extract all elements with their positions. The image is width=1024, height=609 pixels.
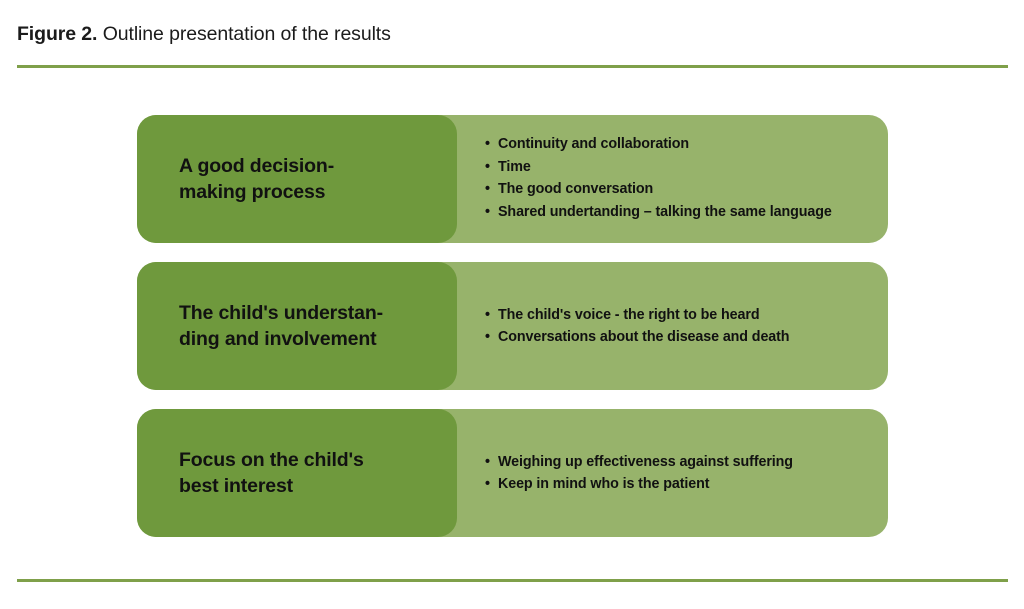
- bullet-item: Conversations about the disease and deat…: [485, 326, 888, 349]
- row-bullet-list: The child's voice - the right to be hear…: [477, 262, 888, 390]
- row-heading-line-1: Focus on the child's: [179, 449, 364, 471]
- row-heading-block: A good decision- making process: [137, 115, 457, 243]
- row-bullet-list: Weighing up effectiveness against suffer…: [477, 409, 888, 537]
- bullet-item: Continuity and collaboration: [485, 133, 888, 156]
- diagram-row: Focus on the child's best interest Weigh…: [137, 409, 888, 537]
- bullet-item: Weighing up effectiveness against suffer…: [485, 451, 888, 474]
- row-bullet-list: Continuity and collaboration Time The go…: [477, 115, 888, 243]
- diagram-row: The child's understan- ding and involvem…: [137, 262, 888, 390]
- diagram-row: A good decision- making process Continui…: [137, 115, 888, 243]
- row-heading-line-2: best interest: [179, 475, 294, 497]
- row-heading-line-1: The child's understan-: [179, 302, 383, 324]
- bullet-item: Time: [485, 156, 888, 179]
- row-heading-block: Focus on the child's best interest: [137, 409, 457, 537]
- row-heading-text: The child's understan- ding and involvem…: [179, 300, 383, 352]
- bullet-item: The child's voice - the right to be hear…: [485, 304, 888, 327]
- figure-divider-bottom: [17, 579, 1008, 582]
- outline-diagram: A good decision- making process Continui…: [137, 115, 888, 537]
- row-heading-line-2: making process: [179, 181, 326, 203]
- row-heading-text: A good decision- making process: [179, 153, 334, 205]
- bullet-item: Keep in mind who is the patient: [485, 473, 888, 496]
- row-heading-line-2: ding and involvement: [179, 328, 377, 350]
- row-heading-text: Focus on the child's best interest: [179, 447, 364, 499]
- bullet-item: The good conversation: [485, 178, 888, 201]
- row-heading-line-1: A good decision-: [179, 155, 335, 177]
- caption-divider-top: [17, 65, 1008, 68]
- figure-caption: Figure 2. Outline presentation of the re…: [17, 21, 997, 47]
- row-heading-block: The child's understan- ding and involvem…: [137, 262, 457, 390]
- bullet-item: Shared undertanding – talking the same l…: [485, 201, 888, 224]
- figure-caption-text: Outline presentation of the results: [97, 23, 391, 45]
- figure-caption-label: Figure 2.: [17, 23, 98, 45]
